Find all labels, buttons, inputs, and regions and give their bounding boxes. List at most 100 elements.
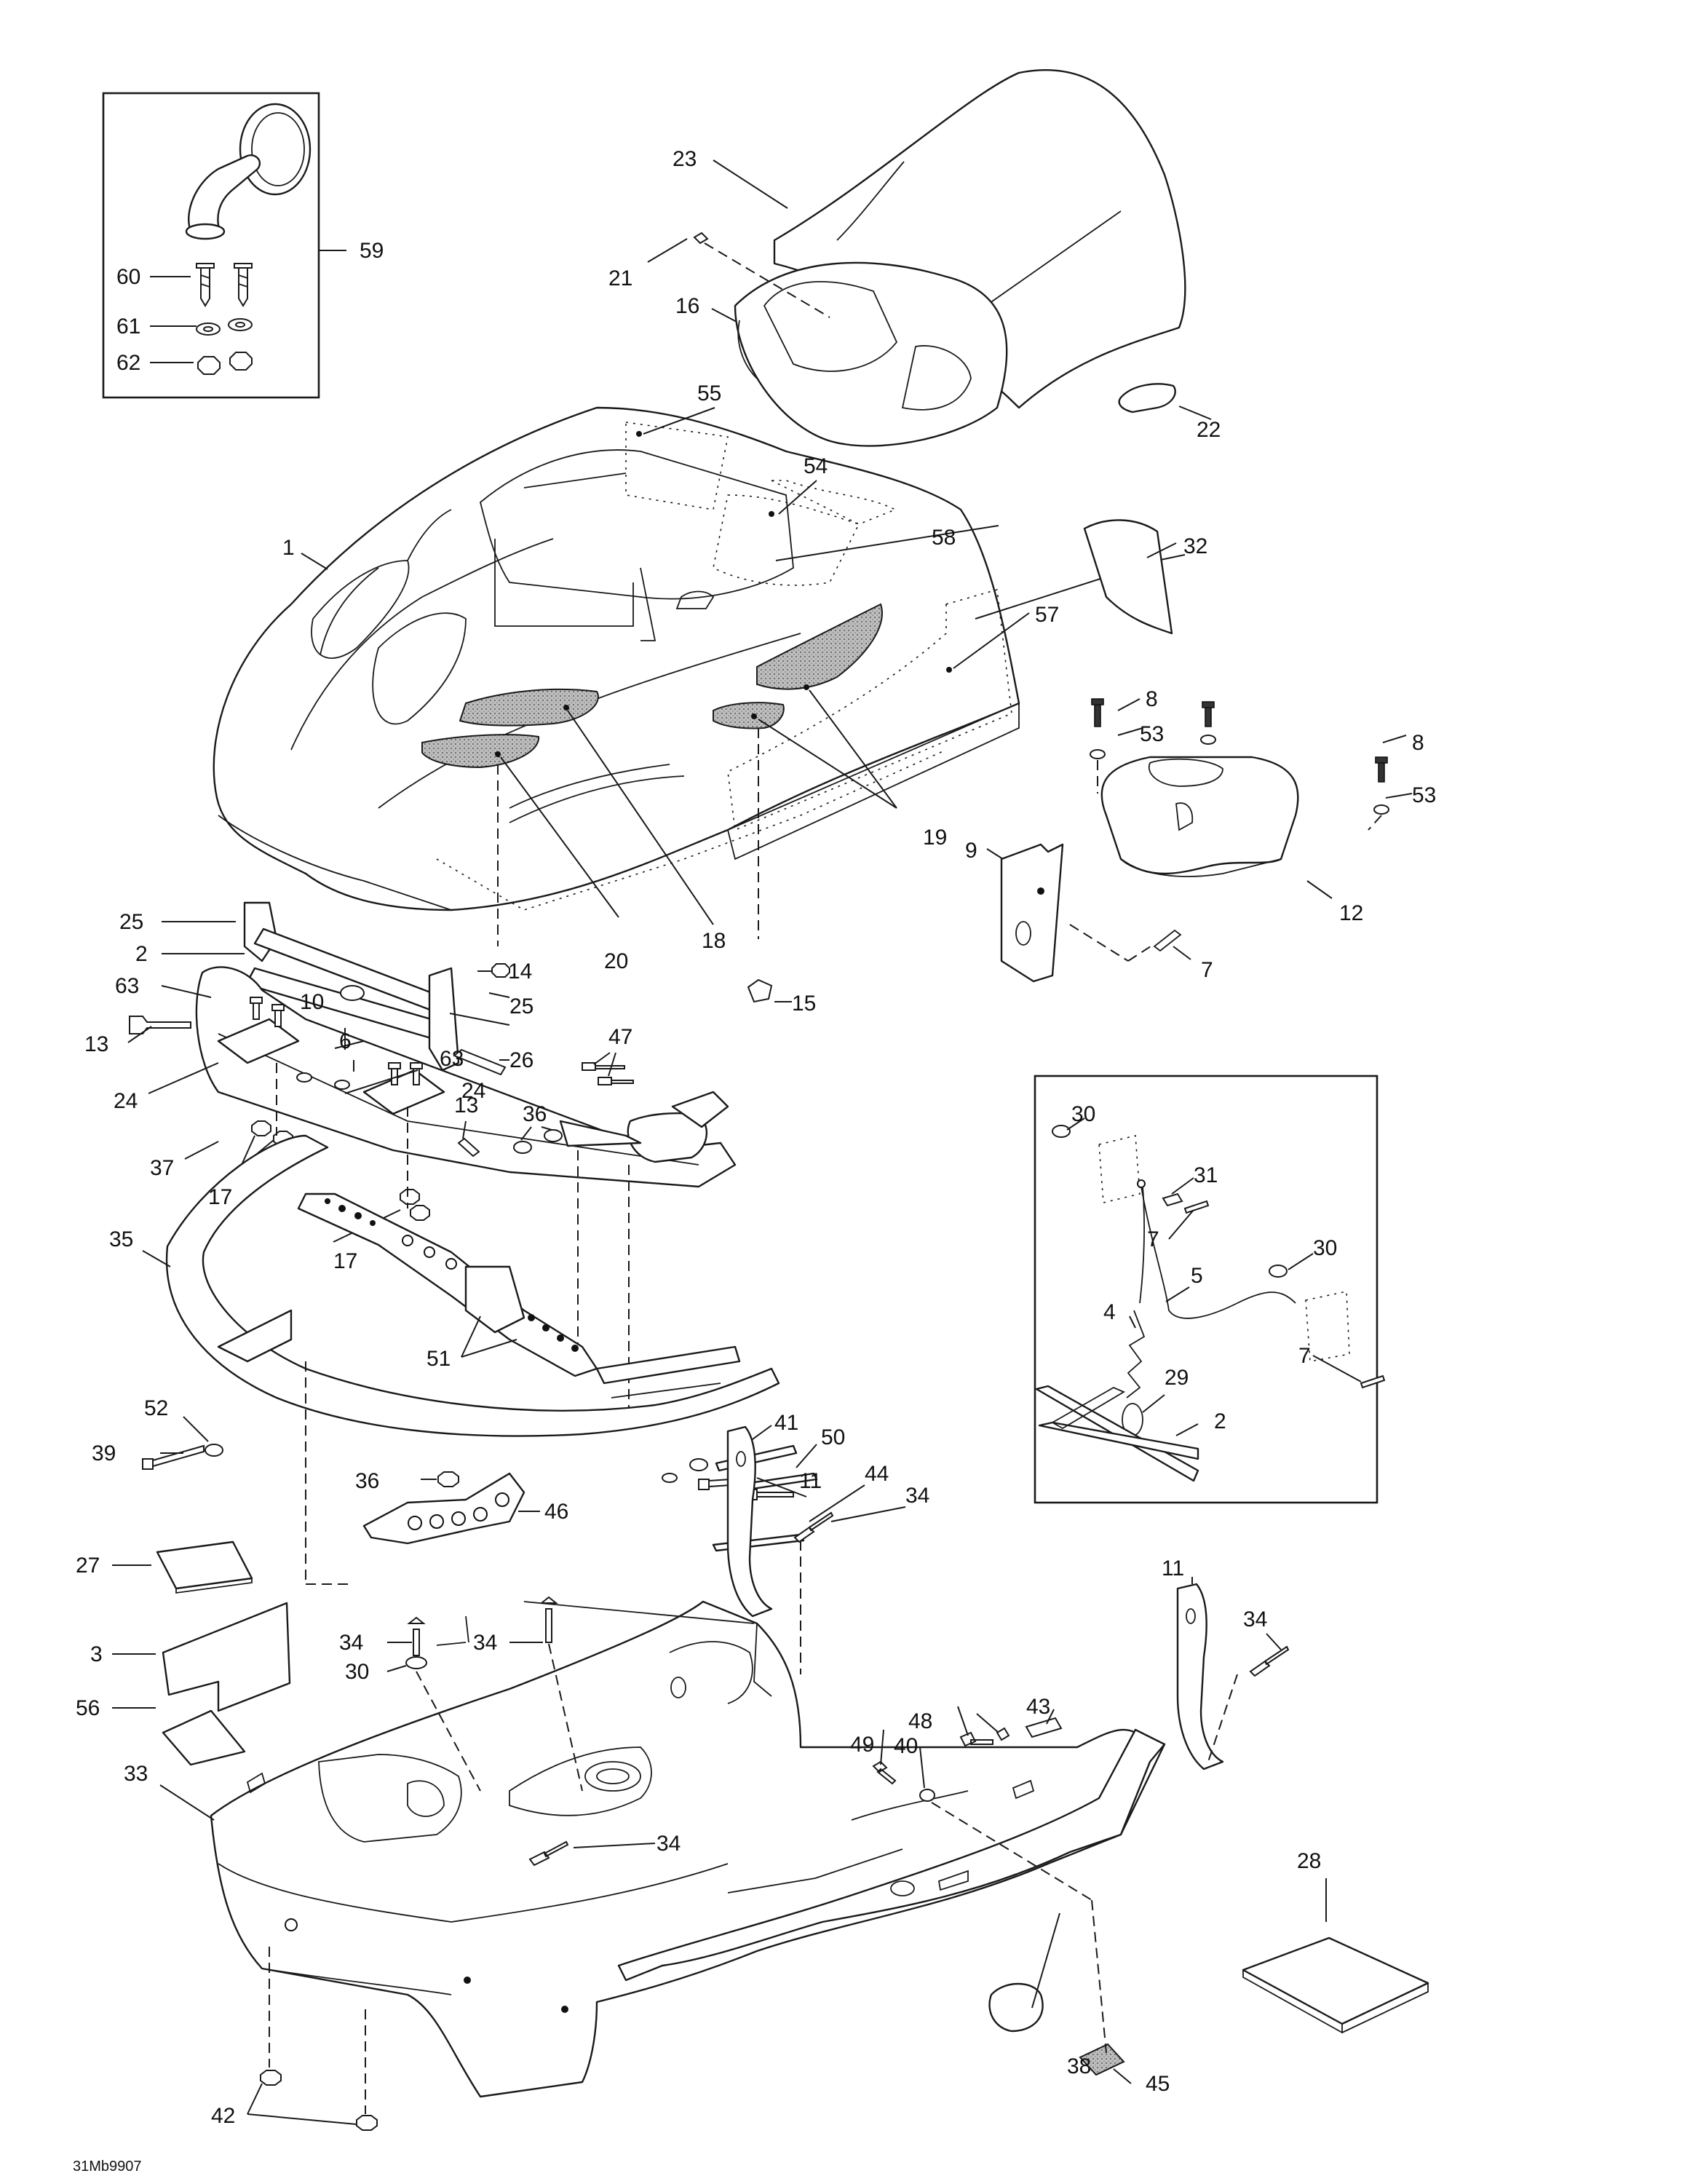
decal-56 <box>162 1709 246 1766</box>
callout-8b: 8 <box>1412 731 1424 755</box>
callout-5: 5 <box>1191 1264 1203 1288</box>
bumper-frame-35 <box>165 1134 780 1437</box>
decal-19-lower <box>713 702 785 729</box>
hood <box>213 406 1020 911</box>
callout-60: 60 <box>116 265 140 289</box>
callout-34d: 34 <box>473 1631 497 1655</box>
console-hardware <box>1069 698 1389 962</box>
callout-42: 42 <box>211 2104 235 2128</box>
callout-20: 20 <box>604 949 628 973</box>
callout-15: 15 <box>792 992 816 1016</box>
callout-7b: 7 <box>1147 1227 1159 1251</box>
callout-12: 12 <box>1339 901 1363 925</box>
callout-30a: 30 <box>345 1660 369 1684</box>
callout-19: 19 <box>923 826 947 850</box>
support-frame <box>129 901 737 1409</box>
callout-25b: 25 <box>509 994 533 1018</box>
callout-13a: 13 <box>84 1032 108 1056</box>
callout-44: 44 <box>865 1462 889 1486</box>
mirror-inset-frame <box>102 92 320 399</box>
callout-28: 28 <box>1297 1849 1321 1873</box>
belly-pan-hardware <box>260 1717 1125 2131</box>
rivet-pins <box>405 1511 1290 1867</box>
callout-35: 35 <box>109 1227 133 1251</box>
callout-7a: 7 <box>1201 958 1213 982</box>
windshield-trim <box>734 261 1008 447</box>
callout-22: 22 <box>1197 418 1221 442</box>
callout-1: 1 <box>282 536 295 560</box>
callout-17b: 17 <box>333 1249 357 1273</box>
callout-10: 10 <box>300 990 324 1014</box>
callout-48: 48 <box>908 1709 932 1733</box>
callout-24b: 24 <box>461 1079 485 1103</box>
callout-63b: 63 <box>440 1047 464 1071</box>
callout-27: 27 <box>76 1554 100 1578</box>
callout-46: 46 <box>544 1500 568 1524</box>
callout-54: 54 <box>804 454 828 478</box>
callout-43: 43 <box>1026 1695 1050 1719</box>
belly-pan-33 <box>210 1600 1166 2098</box>
cable-assembly-inset <box>1034 1075 1386 1504</box>
callout-31: 31 <box>1194 1163 1218 1187</box>
decal-18 <box>459 688 599 727</box>
callout-36b: 36 <box>355 1469 379 1493</box>
bracket-11-right <box>1176 1583 1224 1770</box>
callout-13b: 13 <box>454 1093 478 1117</box>
callout-25a: 25 <box>119 910 143 934</box>
decal-3 <box>162 1602 291 1712</box>
callout-30b: 30 <box>1071 1102 1095 1126</box>
callout-38: 38 <box>1067 2054 1091 2078</box>
callout-61: 61 <box>116 314 140 339</box>
callout-41: 41 <box>774 1411 798 1435</box>
callout-11b: 11 <box>1162 1556 1184 1580</box>
callout-58: 58 <box>932 526 956 550</box>
callout-26: 26 <box>509 1048 533 1072</box>
callout-labels: 59 60 61 62 23 21 16 22 55 54 58 32 57 1… <box>76 147 1436 2128</box>
callout-62: 62 <box>116 351 140 375</box>
side-panel-32 <box>1083 519 1173 635</box>
decal-27 <box>156 1540 253 1594</box>
callout-53b: 53 <box>1412 783 1436 807</box>
callout-45: 45 <box>1146 2072 1170 2096</box>
callout-34a: 34 <box>905 1484 929 1508</box>
callout-30c: 30 <box>1313 1236 1337 1260</box>
decal-28 <box>1242 1936 1429 2034</box>
callout-7c: 7 <box>1298 1344 1311 1368</box>
callout-52: 52 <box>144 1396 168 1420</box>
callout-63a: 63 <box>115 974 139 998</box>
decal-20 <box>421 734 540 769</box>
callout-47: 47 <box>608 1025 632 1049</box>
console-12 <box>1100 756 1299 877</box>
mirror-screws <box>196 263 253 307</box>
mirror-washers <box>196 318 253 336</box>
cable-inset-frame <box>1034 1075 1378 1504</box>
callout-34c: 34 <box>339 1631 363 1655</box>
bracket-9 <box>1000 843 1064 983</box>
callout-16: 16 <box>675 294 699 318</box>
callout-37: 37 <box>150 1156 174 1180</box>
callout-32: 32 <box>1183 534 1207 558</box>
callout-34b: 34 <box>1243 1607 1267 1631</box>
windshield-hardware <box>693 232 1176 414</box>
callout-40: 40 <box>894 1734 918 1758</box>
callout-14: 14 <box>508 960 532 984</box>
callout-57: 57 <box>1035 603 1059 627</box>
callout-49: 49 <box>850 1733 874 1757</box>
mirror-part <box>185 103 312 240</box>
bracket-11-left <box>726 1425 773 1618</box>
mirror-nuts <box>197 352 253 375</box>
callout-8a: 8 <box>1146 687 1158 711</box>
callout-39: 39 <box>92 1441 116 1465</box>
callout-56: 56 <box>76 1696 100 1720</box>
callout-23: 23 <box>673 147 697 171</box>
callout-9: 9 <box>965 839 977 863</box>
callout-50: 50 <box>821 1425 845 1449</box>
callout-4: 4 <box>1103 1300 1116 1324</box>
callout-17a: 17 <box>208 1185 232 1209</box>
callout-2b: 2 <box>1214 1409 1226 1433</box>
mirror-kit-inset <box>102 92 346 399</box>
callout-36a: 36 <box>523 1102 547 1126</box>
callout-24a: 24 <box>114 1089 138 1113</box>
callout-29: 29 <box>1165 1366 1189 1390</box>
